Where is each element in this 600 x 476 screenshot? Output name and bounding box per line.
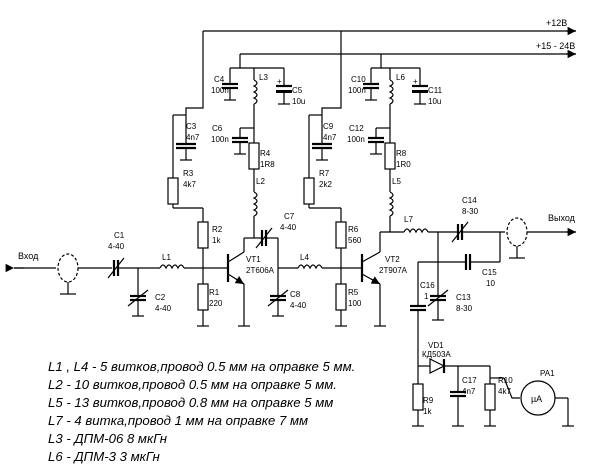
c8-value: 4-40 [290,301,307,310]
r2-value: 1k [212,236,221,245]
r8-value: 1R0 [396,160,411,169]
c13-value: 8-30 [456,304,473,313]
power-rails: +12В +15 - 24В [203,18,576,59]
note-l6: L6 - ДПМ-3 3 мкГн [48,449,160,465]
r7-name: R7 [319,169,330,178]
stage2-supply: + [303,31,428,232]
c15-name: C15 [482,268,497,277]
c16-value: 1 [424,292,429,301]
c10-name: C10 [351,75,366,84]
c9-value: 4n7 [323,133,337,142]
c3-value: 4n7 [186,133,200,142]
l1-label: L1 [162,253,171,262]
svg-text:+: + [277,77,282,86]
note-l7: L7 - 4 витка,провод 1 мм на оправке 7 мм [48,413,309,429]
output-network [400,217,576,427]
c1-value: 4-40 [108,242,125,251]
c7-value: 4-40 [280,223,297,232]
output-label: Выход [548,213,576,223]
note-l2: L2 - 10 витков,провод 0.5 мм на оправке … [48,377,337,393]
c16-name: C16 [420,281,435,290]
l5-label: L5 [392,177,401,186]
c11-name: C11 [428,86,443,95]
r4-value: 1R8 [260,160,275,169]
l3-label: L3 [259,73,268,82]
note-l1-l4: L1 , L4 - 5 витков,провод 0.5 мм на опра… [48,359,356,374]
note-l5: L5 - 13 витков,провод 0.8 мм на оправке … [48,395,334,411]
l6-label: L6 [396,73,405,82]
stage1-signal [5,208,362,327]
c7-name: C7 [284,212,295,221]
c17-name: C17 [462,376,477,385]
r10-name: R10 [498,376,513,385]
rail-1524v-label: +15 - 24В [536,41,575,51]
r1-name: R1 [209,288,220,297]
pa1-label: PA1 [540,369,555,378]
c5-value: 10u [292,97,305,106]
r10-value: 4k7 [498,387,511,396]
r8-name: R8 [396,149,407,158]
vd1-type: КД503А [422,350,451,359]
rail-12v-label: +12В [546,18,567,28]
r3-name: R3 [183,169,194,178]
c3-name: C3 [186,122,197,131]
meter-symbol: µA [531,394,542,404]
component-labels: Вход Выход C1 4-40 C2 4-40 L1 C3 4n7 C4 … [18,73,576,416]
r7-value: 2k2 [319,180,332,189]
coil-notes: L1 , L4 - 5 витков,провод 0.5 мм на опра… [48,358,355,467]
l4-label: L4 [300,253,309,262]
vd1-name: VD1 [428,341,444,350]
c9-name: C9 [323,122,334,131]
r5-name: R5 [348,288,359,297]
vt1-name: VT1 [246,255,261,264]
r4-name: R4 [260,149,271,158]
c14-name: C14 [462,196,477,205]
l7-label: L7 [404,215,413,224]
svg-text:+: + [413,77,418,86]
r6-name: R6 [348,225,359,234]
c10-value: 100n [348,86,366,95]
c6-name: C6 [212,124,223,133]
r9-value: 1k [423,407,432,416]
c15-value: 10 [486,279,495,288]
c12-value: 100n [347,135,365,144]
c14-value: 8-30 [462,207,479,216]
input-label: Вход [18,251,39,261]
r5-value: 100 [348,299,362,308]
stage1-supply: + [167,31,292,238]
r9-name: R9 [423,396,434,405]
vt2-name: VT2 [385,255,400,264]
r3-value: 4k7 [183,180,196,189]
c6-value: 100n [211,135,229,144]
r2-name: R2 [212,225,223,234]
r6-value: 560 [348,236,362,245]
c5-name: C5 [292,86,303,95]
c13-name: C13 [456,293,471,302]
c1-name: C1 [114,231,125,240]
c2-name: C2 [155,293,166,302]
c11-value: 10u [428,97,441,106]
c4-name: C4 [214,75,225,84]
note-l3: L3 - ДПМ-06 8 мкГн [48,431,168,447]
c17-value: 4n7 [462,387,476,396]
c2-value: 4-40 [155,304,172,313]
c12-name: C12 [349,124,364,133]
stage2-signal [335,208,400,327]
r1-value: 220 [209,299,223,308]
l2-label: L2 [256,177,265,186]
vt1-type: 2T606A [246,266,275,275]
vt2-type: 2T907A [379,266,408,275]
c4-value: 100n [211,86,229,95]
c8-name: C8 [290,290,301,299]
